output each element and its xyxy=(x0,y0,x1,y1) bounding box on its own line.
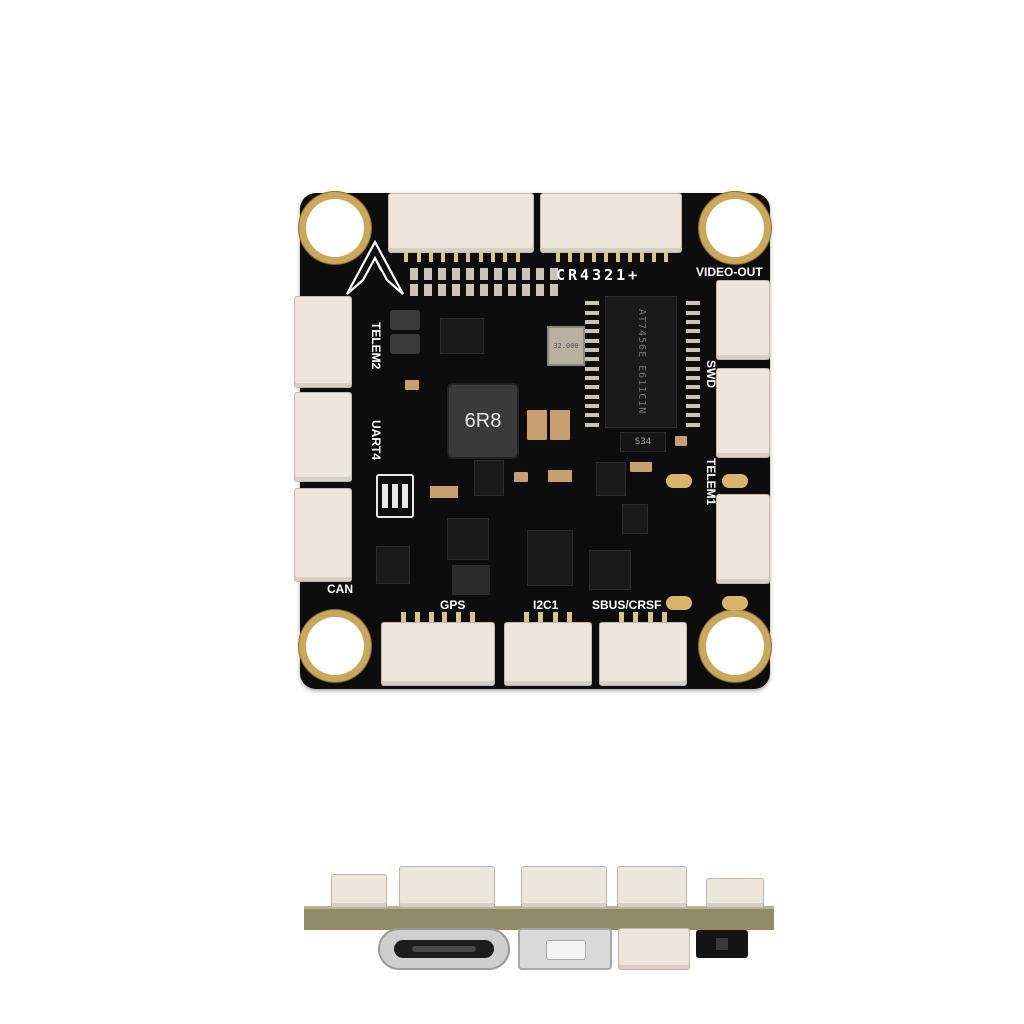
mounting-hole xyxy=(306,199,364,257)
mounting-hole xyxy=(706,617,764,675)
side-connector xyxy=(331,874,387,908)
label-uart4: UART4 xyxy=(369,420,383,461)
board-side-profile xyxy=(304,906,774,930)
side-connector xyxy=(706,878,764,908)
capacitor xyxy=(548,470,572,482)
top-connector-right xyxy=(540,193,682,253)
osd-chip-legs xyxy=(585,296,700,432)
top-connector-left xyxy=(388,193,534,253)
ic-qfn xyxy=(447,518,489,560)
side-connector xyxy=(399,866,495,908)
sbus-crsf-connector xyxy=(599,622,687,686)
capacitor xyxy=(630,462,652,472)
resistor xyxy=(405,380,419,390)
osd-chip: AT7456E E611C1N xyxy=(605,296,677,428)
resistor xyxy=(514,472,528,482)
sbus-crsf-connector-pins xyxy=(609,612,677,622)
capacitor xyxy=(527,410,547,440)
ic-sensor xyxy=(452,565,490,595)
top-connector-pins xyxy=(548,252,676,262)
label-video-out: VIDEO-OUT xyxy=(696,265,763,279)
capacitor xyxy=(390,334,420,354)
ic-transceiver xyxy=(376,546,410,584)
label-sbus-crsf: SBUS/CRSF xyxy=(592,598,662,612)
label-gps: GPS xyxy=(440,598,466,612)
ic-regulator xyxy=(596,462,626,496)
i2c1-connector xyxy=(504,622,592,686)
resistor xyxy=(675,436,687,446)
capacitor xyxy=(550,410,570,440)
resistor-array xyxy=(410,268,570,296)
ic-imu xyxy=(527,530,573,586)
diode-s34: S34 xyxy=(620,432,666,452)
telem2-connector xyxy=(294,296,352,388)
board-model-label: CR4321+ xyxy=(556,266,641,284)
solder-pad xyxy=(666,596,692,610)
side-connector-lower xyxy=(618,928,690,970)
ic-baro xyxy=(589,550,631,590)
gps-connector-pins xyxy=(392,612,484,622)
ic-mosfet-2 xyxy=(622,504,648,534)
mounting-hole xyxy=(306,617,364,675)
can-connector xyxy=(294,488,352,582)
label-i2c1: I2C1 xyxy=(533,598,559,612)
side-connector xyxy=(617,866,687,908)
label-telem2: TELEM2 xyxy=(369,322,383,370)
solder-pad xyxy=(666,474,692,488)
top-connector-pins xyxy=(396,252,528,262)
solder-pad xyxy=(722,474,748,488)
telem1-connector xyxy=(716,494,770,584)
power-inductor: 6R8 xyxy=(447,383,519,459)
mounting-hole xyxy=(706,199,764,257)
gps-connector xyxy=(381,622,495,686)
triangle-logo-icon xyxy=(346,240,404,295)
label-swd: SWD xyxy=(704,360,718,388)
side-switch xyxy=(696,930,748,958)
usb-c-port xyxy=(378,928,510,970)
uart4-connector xyxy=(294,392,352,482)
side-button xyxy=(518,928,612,970)
label-can: CAN xyxy=(327,582,353,596)
label-telem1: TELEM1 xyxy=(704,458,718,506)
crystal-oscillator: 32.000 xyxy=(547,326,585,366)
ic-mosfet xyxy=(474,460,504,496)
capacitor xyxy=(390,310,420,330)
capacitor xyxy=(430,486,458,498)
video-out-connector xyxy=(716,280,770,360)
swd-connector xyxy=(716,368,770,458)
ic-small xyxy=(440,318,484,354)
solder-pad xyxy=(722,596,748,610)
status-leds xyxy=(376,474,414,518)
flight-controller-board xyxy=(300,193,770,689)
side-connector xyxy=(521,866,607,908)
i2c1-connector-pins xyxy=(514,612,582,622)
